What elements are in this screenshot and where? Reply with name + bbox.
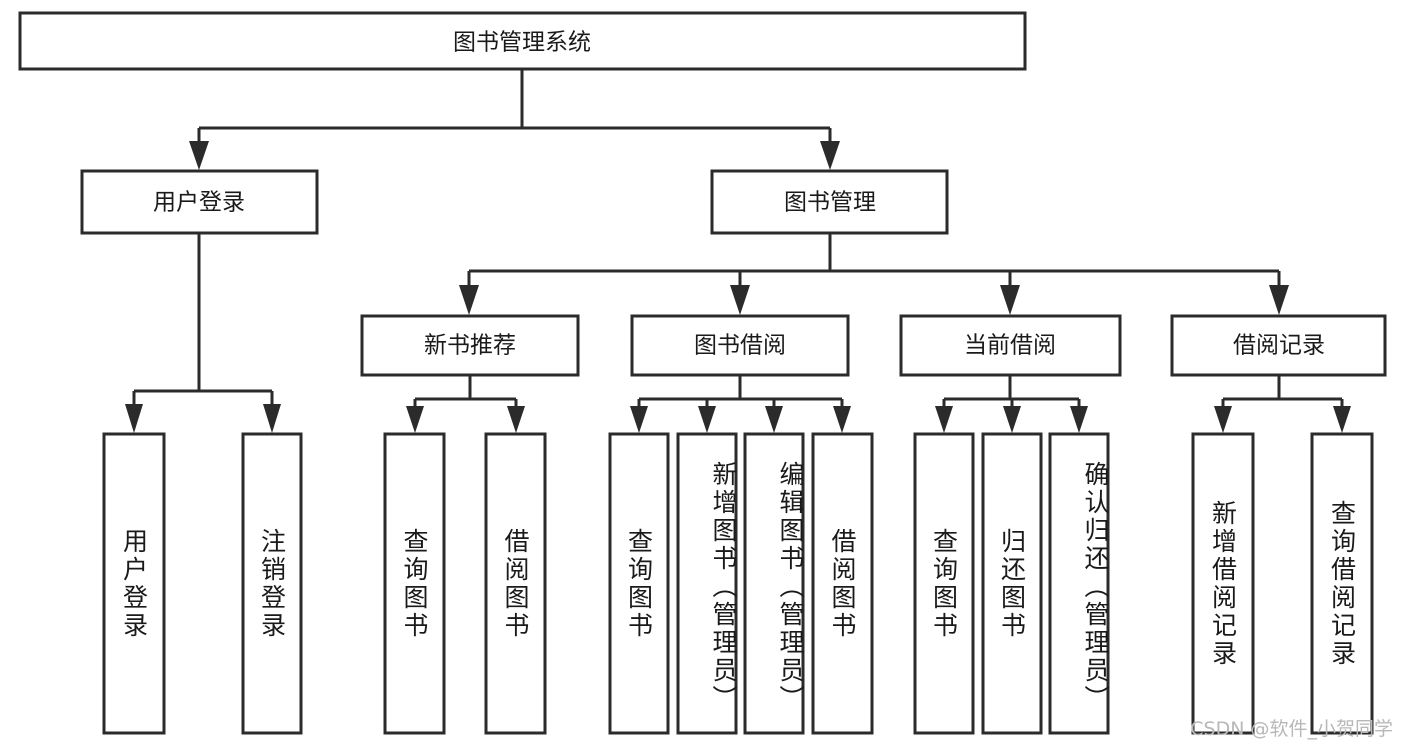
connector-newbook-to-leaves [406,375,525,433]
node-leaf-add-book-box[interactable] [676,432,738,735]
node-borrow-record-label: 借阅记录 [1233,333,1325,359]
node-leaf-return-book-box[interactable] [981,432,1043,735]
node-user-login-label: 用户登录 [153,190,245,216]
node-book-manage-label: 图书管理 [784,190,876,216]
connector-root-to-level2 [189,69,840,170]
node-book-manage-box[interactable] [710,169,949,235]
node-new-book-recommend[interactable]: 新书推荐 [360,314,580,377]
node-book-borrow[interactable]: 图书借阅 [630,314,850,377]
node-current-borrow[interactable]: 当前借阅 [899,314,1122,377]
node-current-borrow-box[interactable] [899,314,1122,377]
node-leaf-confirm-return-box[interactable] [1048,432,1110,735]
connector-borrowrecord-to-leaves [1214,375,1351,433]
csdn-watermark: CSDN @软件_小贺同学 [1190,718,1393,740]
node-leaf-user-login-box[interactable] [102,432,166,735]
node-root[interactable]: 图书管理系统 [18,11,1027,71]
connector-currentborrow-to-leaves [935,375,1088,433]
node-leaf-query-book-1-box[interactable] [383,432,446,735]
node-new-book-recommend-label: 新书推荐 [424,333,516,359]
connector-bookborrow-to-leaves [630,375,851,433]
node-leaf-logout-login-box[interactable] [241,432,303,735]
node-book-borrow-label: 图书借阅 [694,333,786,359]
node-leaf-add-record-box[interactable] [1191,432,1255,735]
node-borrow-record-box[interactable] [1170,314,1387,377]
node-user-login[interactable]: 用户登录 [80,169,319,235]
node-leaf-query-book-3-box[interactable] [913,432,975,735]
node-book-manage[interactable]: 图书管理 [710,169,949,235]
node-book-borrow-box[interactable] [630,314,850,377]
node-leaf-borrow-book-2-box[interactable] [811,432,874,735]
connector-bookmanage-to-level3 [459,233,1289,315]
node-leaf-edit-book-box[interactable] [743,432,805,735]
node-current-borrow-label: 当前借阅 [964,333,1056,359]
node-leaf-query-record-box[interactable] [1310,432,1374,735]
node-leaf-borrow-book-1-box[interactable] [484,432,547,735]
node-borrow-record[interactable]: 借阅记录 [1170,314,1387,377]
node-new-book-recommend-box[interactable] [360,314,580,377]
node-root-box[interactable] [18,11,1027,71]
node-user-login-box[interactable] [80,169,319,235]
node-leaf-query-book-2-box[interactable] [608,432,670,735]
node-root-label: 图书管理系统 [453,30,591,56]
connector-userlogin-to-leaves [125,233,281,433]
